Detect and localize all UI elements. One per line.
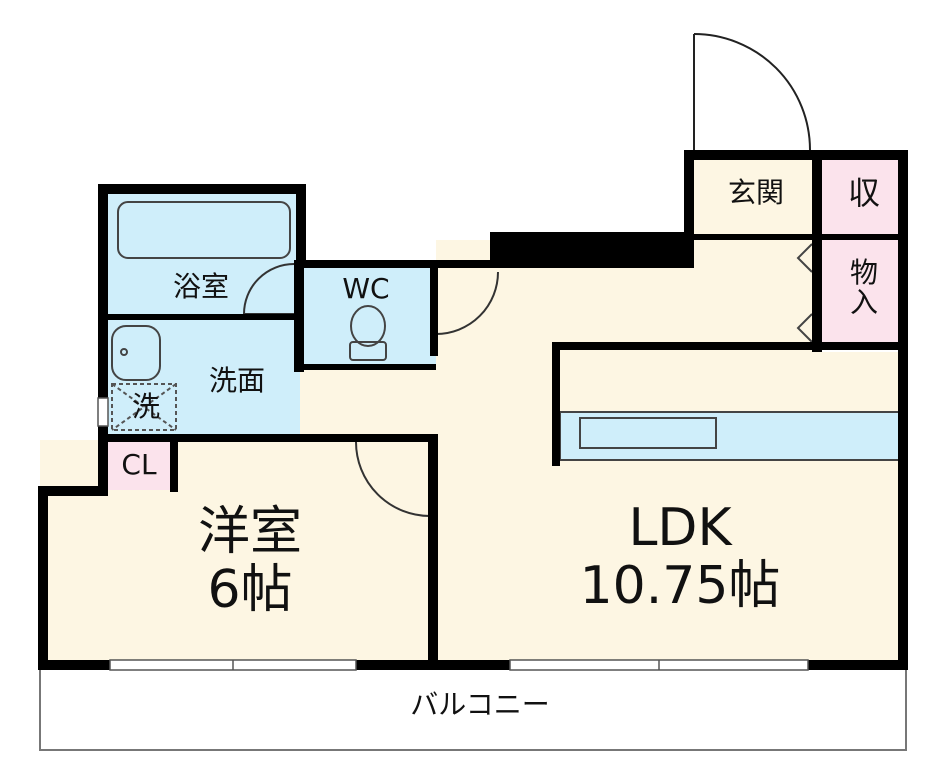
closet-floor — [104, 440, 176, 490]
washing-machine-icon — [111, 383, 177, 431]
genkan-label: 玄関 — [727, 176, 784, 209]
yoshitsu-door-icon — [355, 441, 431, 517]
ldk-floor — [436, 352, 906, 668]
genkan-floor — [690, 156, 818, 240]
shuno-floor — [818, 156, 906, 240]
yoshitsu-size-label: 6帖 — [207, 560, 293, 620]
wc-floor — [300, 266, 436, 366]
shuno-label: 収 — [847, 174, 880, 212]
washbasin-icon — [111, 325, 161, 381]
entrance-door-icon — [693, 33, 811, 151]
toilet-icon — [349, 305, 387, 361]
bath-label: 浴室 — [172, 270, 229, 303]
monoire-label: 物入 — [849, 256, 878, 320]
balcony-area — [39, 667, 907, 751]
bathtub-icon — [117, 201, 291, 259]
monoire-folding-door-icon — [796, 243, 813, 343]
wc-label: WC — [342, 272, 390, 305]
sentakuki-label: 洗 — [131, 390, 160, 423]
kitchen-counter — [559, 411, 901, 461]
senmen-label: 洗面 — [208, 364, 265, 397]
corridor-door-icon — [435, 271, 499, 335]
balcony-label: バルコニー — [410, 688, 550, 721]
yoshitsu-name-label: 洋室 — [197, 502, 302, 562]
interior-walls — [104, 150, 906, 668]
ldk-name-label: LDK — [628, 498, 732, 558]
window-mullions — [232, 660, 660, 670]
exterior-walls — [38, 150, 908, 670]
monoire-floor — [818, 240, 906, 344]
ldk-size-label: 10.75帖 — [579, 556, 781, 616]
closet-label: CL — [121, 448, 157, 481]
